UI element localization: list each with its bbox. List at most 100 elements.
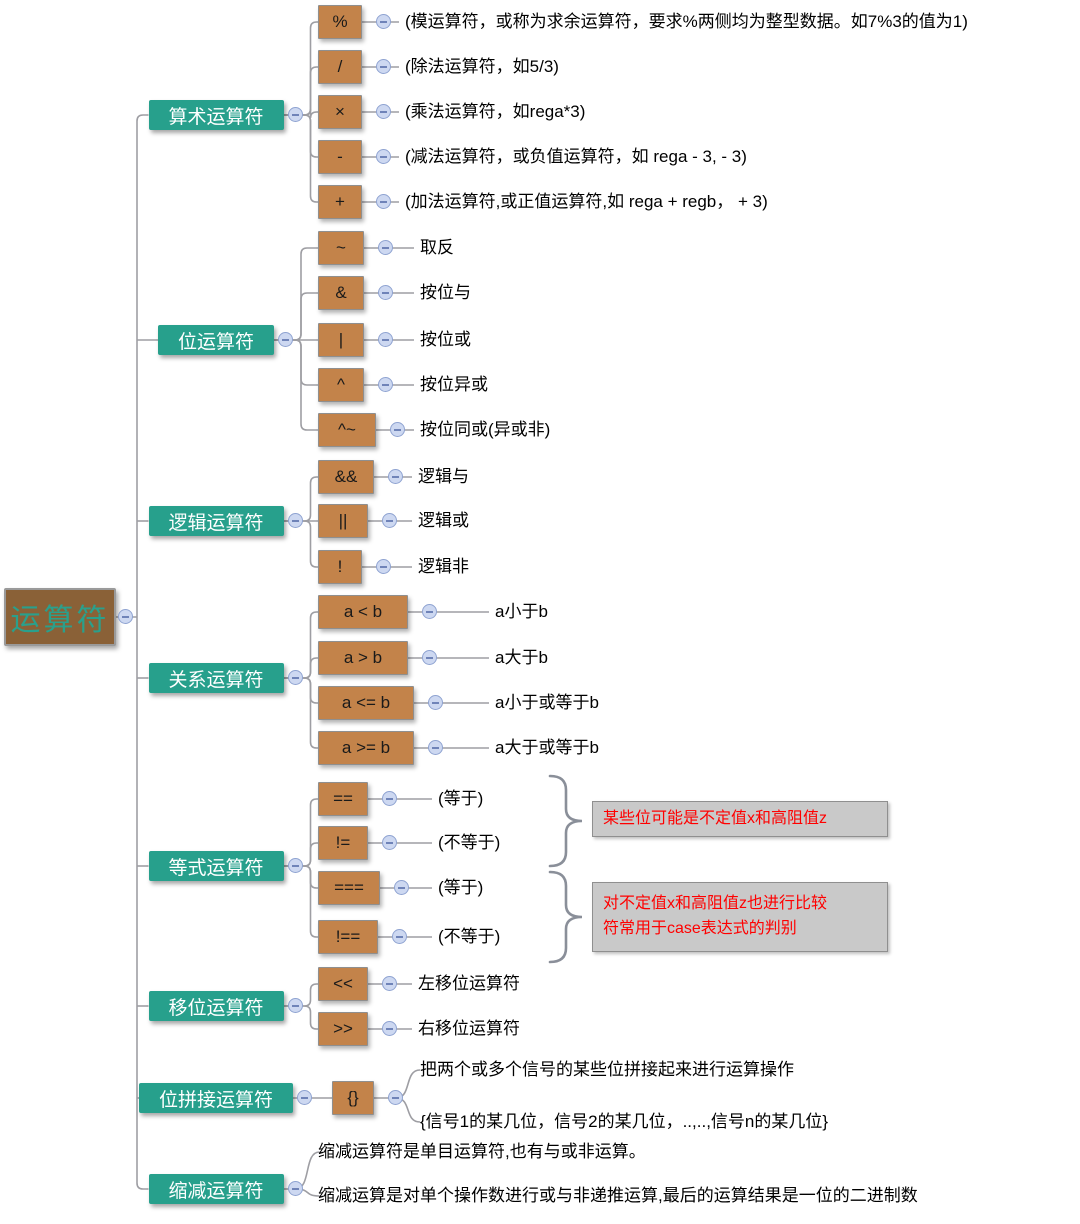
op-node-arithmetic-4[interactable]: +	[318, 185, 362, 219]
branch-node-arithmetic[interactable]: 算术运算符	[148, 100, 284, 130]
collapse-toggle-icon[interactable]	[422, 604, 437, 619]
collapse-toggle-icon[interactable]	[388, 1090, 403, 1105]
branch-node-logical[interactable]: 逻辑运算符	[148, 506, 284, 536]
collapse-toggle-icon[interactable]	[287, 998, 303, 1013]
brace-decoration	[548, 774, 583, 868]
op-description: 逻辑与	[418, 467, 469, 486]
op-node-equality-0[interactable]: ==	[318, 782, 368, 816]
op-description: (等于)	[438, 878, 484, 897]
connector-line	[274, 339, 318, 431]
op-description: (不等于)	[438, 927, 501, 946]
branch-node-shift[interactable]: 移位运算符	[148, 991, 284, 1021]
collapse-toggle-icon[interactable]	[428, 695, 443, 710]
branch-node-equality[interactable]: 等式运算符	[148, 851, 284, 881]
branch-node-reduction[interactable]: 缩减运算符	[148, 1174, 284, 1204]
collapse-toggle-icon[interactable]	[278, 332, 293, 347]
collapse-toggle-icon[interactable]	[382, 976, 397, 991]
op-node-equality-1[interactable]: !=	[318, 826, 368, 860]
collapse-toggle-icon[interactable]	[287, 858, 303, 873]
connector-line	[283, 114, 318, 158]
op-node-relational-1[interactable]: a > b	[318, 641, 408, 675]
op-node-bitwise-2[interactable]: |	[318, 323, 364, 357]
op-description: 按位异或	[420, 375, 488, 394]
connector-line	[283, 66, 318, 116]
collapse-toggle-icon[interactable]	[118, 609, 133, 624]
collapse-toggle-icon[interactable]	[287, 1181, 303, 1196]
op-description: 按位或	[420, 330, 471, 349]
collapse-toggle-icon[interactable]	[392, 929, 407, 944]
connector-line	[283, 21, 318, 116]
collapse-toggle-icon[interactable]	[390, 422, 405, 437]
op-node-arithmetic-0[interactable]: %	[318, 5, 362, 39]
op-node-relational-3[interactable]: a >= b	[318, 731, 414, 765]
op-description: (乘法运算符，如rega*3)	[405, 102, 586, 121]
collapse-toggle-icon[interactable]	[376, 149, 391, 164]
op-node-concatenation-0[interactable]: {}	[332, 1081, 374, 1115]
connector-line	[283, 798, 318, 867]
collapse-toggle-icon[interactable]	[376, 194, 391, 209]
note-box: 某些位可能是不定值x和高阻值z	[592, 801, 888, 837]
op-description: a小于或等于b	[495, 693, 599, 712]
op-node-logical-2[interactable]: !	[318, 550, 362, 584]
op-description: (加法运算符,或正值运算符,如 rega + regb， + 3)	[405, 192, 768, 211]
op-node-arithmetic-2[interactable]: ×	[318, 95, 362, 129]
collapse-toggle-icon[interactable]	[287, 670, 303, 685]
op-description: {信号1的某几位，信号2的某几位，..,..,信号n的某几位}	[420, 1112, 829, 1131]
op-node-shift-1[interactable]: >>	[318, 1012, 368, 1046]
branch-node-relational[interactable]: 关系运算符	[148, 663, 284, 693]
op-description: 右移位运算符	[418, 1019, 520, 1038]
connector-line	[283, 677, 318, 749]
collapse-toggle-icon[interactable]	[422, 650, 437, 665]
op-node-equality-3[interactable]: !==	[318, 920, 378, 954]
collapse-toggle-icon[interactable]	[378, 240, 393, 255]
collapse-toggle-icon[interactable]	[287, 513, 303, 528]
op-description: (除法运算符，如5/3)	[405, 57, 559, 76]
op-node-arithmetic-1[interactable]: /	[318, 50, 362, 84]
op-node-equality-2[interactable]: ===	[318, 871, 380, 905]
collapse-toggle-icon[interactable]	[376, 14, 391, 29]
collapse-toggle-icon[interactable]	[378, 332, 393, 347]
collapse-toggle-icon[interactable]	[376, 104, 391, 119]
collapse-toggle-icon[interactable]	[382, 513, 397, 528]
op-node-bitwise-1[interactable]: &	[318, 276, 364, 310]
collapse-toggle-icon[interactable]	[376, 59, 391, 74]
brace-decoration	[548, 870, 583, 964]
connector-line	[274, 339, 318, 386]
collapse-toggle-icon[interactable]	[297, 1090, 312, 1105]
op-description: a小于b	[495, 602, 548, 621]
op-node-relational-0[interactable]: a < b	[318, 595, 408, 629]
op-node-shift-0[interactable]: <<	[318, 967, 368, 1001]
connector-line	[283, 865, 318, 938]
op-description: (模运算符，或称为求余运算符，要求%两侧均为整型数据。如7%3的值为1)	[405, 12, 968, 31]
collapse-toggle-icon[interactable]	[394, 880, 409, 895]
collapse-toggle-icon[interactable]	[378, 285, 393, 300]
collapse-toggle-icon[interactable]	[378, 377, 393, 392]
collapse-toggle-icon[interactable]	[376, 559, 391, 574]
op-node-logical-1[interactable]: ||	[318, 504, 368, 538]
collapse-toggle-icon[interactable]	[428, 740, 443, 755]
collapse-toggle-icon[interactable]	[382, 791, 397, 806]
op-node-bitwise-4[interactable]: ^~	[318, 413, 376, 447]
root-node[interactable]: 运算符	[4, 588, 116, 646]
connector-line	[283, 611, 318, 679]
op-description: 把两个或多个信号的某些位拼接起来进行运算操作	[420, 1060, 794, 1079]
branch-node-concatenation[interactable]: 位拼接运算符	[139, 1083, 293, 1113]
collapse-toggle-icon[interactable]	[287, 107, 303, 122]
op-description: (减法运算符，或负值运算符，如 rega - 3, - 3)	[405, 147, 747, 166]
op-description: a大于或等于b	[495, 738, 599, 757]
op-node-bitwise-0[interactable]: ~	[318, 231, 364, 265]
op-node-relational-2[interactable]: a <= b	[318, 686, 414, 720]
collapse-toggle-icon[interactable]	[382, 835, 397, 850]
op-node-bitwise-3[interactable]: ^	[318, 368, 364, 402]
connector-line	[136, 114, 149, 122]
branch-node-bitwise[interactable]: 位运算符	[158, 325, 274, 355]
collapse-toggle-icon[interactable]	[388, 469, 403, 484]
op-description: (不等于)	[438, 833, 501, 852]
collapse-toggle-icon[interactable]	[382, 1021, 397, 1036]
op-node-arithmetic-3[interactable]: -	[318, 140, 362, 174]
op-description: 按位同或(异或非)	[420, 420, 551, 439]
op-description: (等于)	[438, 789, 484, 808]
op-node-logical-0[interactable]: &&	[318, 460, 374, 494]
connector-line	[274, 247, 318, 341]
